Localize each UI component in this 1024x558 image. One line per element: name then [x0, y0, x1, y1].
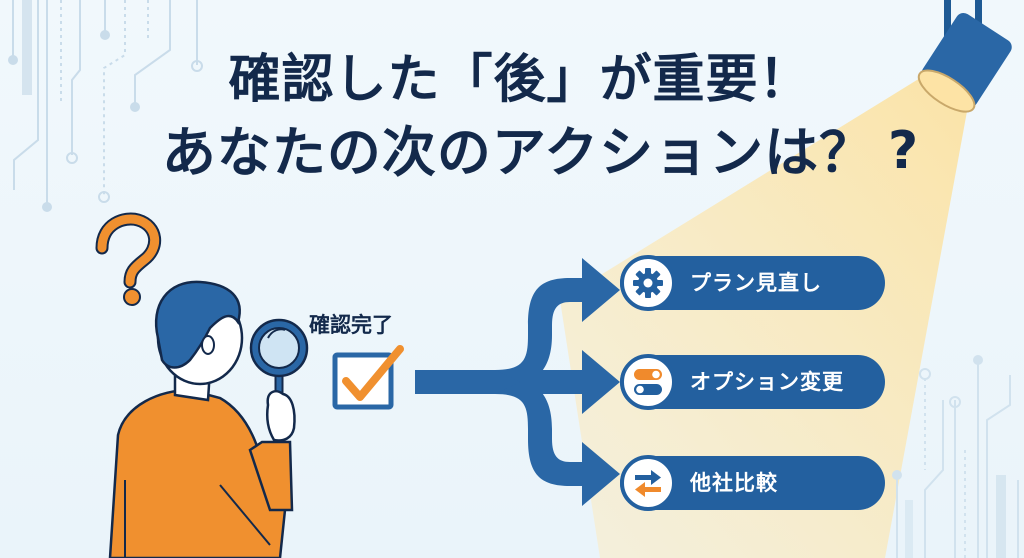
- swap-arrows-icon: [635, 470, 661, 497]
- action-label: オプション変更: [690, 370, 844, 394]
- question-mark-icon: [95, 212, 161, 306]
- icon-circle: [620, 354, 676, 410]
- action-label: プラン見直し: [690, 271, 822, 295]
- icon-circle: [620, 455, 676, 511]
- icon-circle: [620, 255, 676, 311]
- toggle-switch-icon: [634, 369, 662, 395]
- person-illustration: [95, 212, 309, 558]
- checkbox-checked-icon: [332, 345, 404, 410]
- action-label: 他社比較: [690, 471, 778, 495]
- confirmation-label: 確認完了: [309, 313, 393, 337]
- action-compare-competitors-button[interactable]: 他社比較: [620, 455, 885, 511]
- branch-arrows: [415, 258, 620, 506]
- question-mark-right: ?: [888, 121, 918, 181]
- title-line-2: あなたの次のアクションは？: [161, 121, 875, 184]
- gear-icon: [633, 268, 663, 298]
- spotlight-icon: [917, 0, 1012, 113]
- action-option-change-button[interactable]: オプション変更: [620, 354, 885, 410]
- spotlight-beam: [560, 75, 970, 558]
- title-line-1: 確認した「後」が重要！: [228, 50, 812, 110]
- action-plan-review-button[interactable]: プラン見直し: [620, 255, 885, 311]
